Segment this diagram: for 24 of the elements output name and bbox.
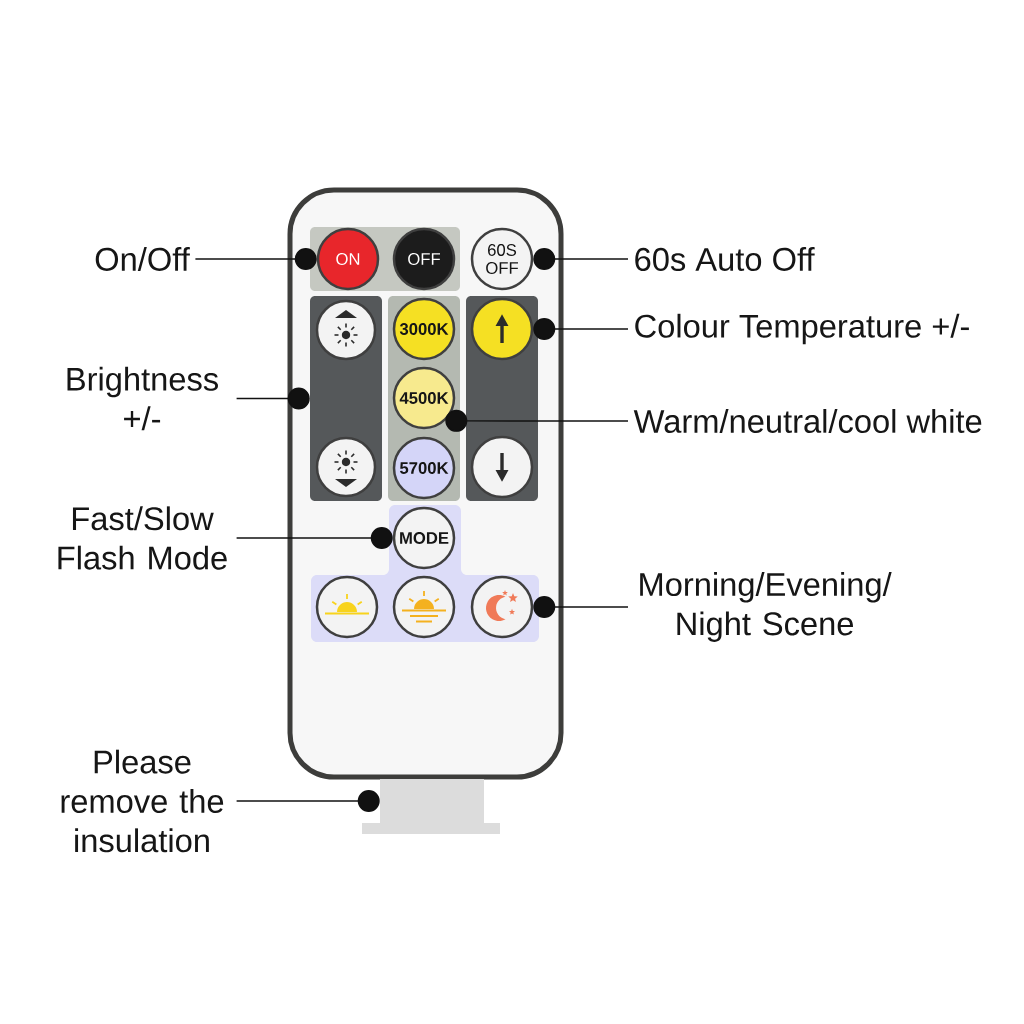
round-button: MODE	[392, 506, 456, 570]
leader-line	[445, 409, 629, 432]
callout-label: On/Off	[95, 247, 190, 271]
callout-label: Warm/neutral/cool white	[633, 409, 982, 433]
leader-line	[533, 318, 629, 340]
leader-line	[533, 596, 629, 618]
round-button: 3000K	[392, 297, 456, 361]
leader-line	[194, 248, 317, 270]
round-button: 60S OFF	[470, 227, 534, 291]
leader-line	[533, 248, 629, 270]
round-button: 4500K	[392, 366, 456, 430]
callout-label: Colour Temperature +/-	[635, 313, 969, 345]
callout-label: Morning/Evening/ Night Scene	[640, 572, 892, 642]
round-button: 5700K	[392, 436, 456, 500]
callout-label: Brightness +/-	[67, 366, 218, 431]
leader-line	[235, 527, 393, 549]
round-button: ON	[316, 227, 380, 291]
leader-line	[235, 387, 310, 410]
round-button: OFF	[392, 227, 456, 291]
leader-line	[235, 790, 380, 812]
callout-label: Please remove the insulation	[61, 749, 224, 853]
callout-label: 60s Auto Off	[635, 247, 815, 271]
callout-label: Fast/Slow Flash Mode	[58, 506, 227, 570]
insulation-tab	[362, 779, 500, 834]
